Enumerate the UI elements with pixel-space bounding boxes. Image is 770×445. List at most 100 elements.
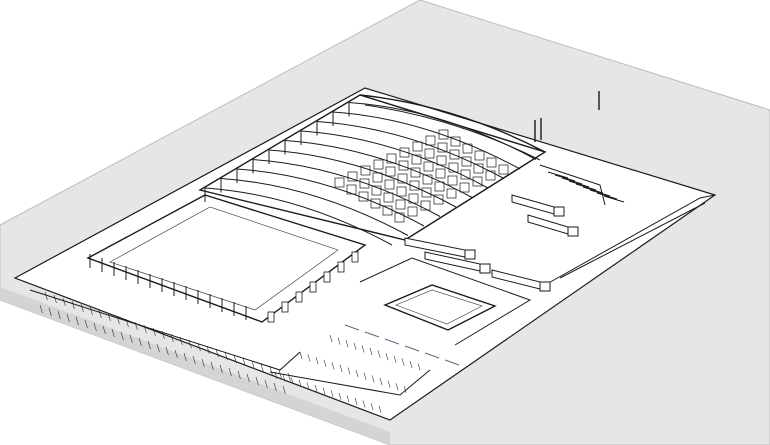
rack-cell [360, 165, 371, 176]
parking-stall [307, 354, 311, 362]
parking-curb [269, 369, 431, 396]
rack-cell [347, 171, 358, 182]
parking-stall [345, 340, 349, 348]
parking-stall [80, 303, 84, 313]
rack-cell [424, 148, 435, 159]
parking-stall [369, 347, 373, 356]
rack-cell [384, 179, 395, 190]
parking-stall [237, 370, 241, 380]
rack-cell [448, 162, 459, 173]
parking-stall [417, 363, 421, 371]
parking-stall [282, 385, 286, 395]
dock-bay [575, 183, 597, 191]
rack-cell [397, 173, 408, 184]
parking-stall [306, 382, 310, 390]
parking-stall [98, 309, 102, 319]
facade-pier [309, 281, 317, 293]
rack-cell [411, 154, 422, 165]
rack-cell [434, 181, 445, 192]
rack-cell [435, 168, 446, 179]
rack-cell [373, 159, 384, 170]
truss [204, 187, 393, 246]
parking-stall [210, 361, 214, 371]
truss [284, 140, 473, 198]
parking-stall [346, 395, 350, 403]
parking-stall [353, 342, 357, 350]
dock-bay [582, 186, 604, 194]
parking-stall-highlight [384, 338, 400, 345]
roof-trusses [204, 94, 546, 246]
parking-stall [260, 363, 264, 373]
dock-bay [603, 195, 625, 203]
parking-stall [147, 340, 151, 350]
rack-cell [407, 206, 418, 217]
parking-stall [337, 337, 341, 345]
parking-stall [264, 379, 268, 389]
facade-pier [295, 291, 303, 303]
rack-cell [382, 205, 393, 216]
rack-cell [372, 172, 383, 183]
parking-stall [62, 297, 66, 307]
parking-stall [44, 291, 48, 301]
storage-racks [334, 129, 509, 223]
parking-stall-highlight [404, 345, 420, 352]
rack-cell [383, 192, 394, 203]
parking-stall [71, 300, 75, 310]
rack-cell [460, 169, 471, 180]
rack-cell [398, 160, 409, 171]
facade-pier [281, 301, 289, 313]
parking-stall [192, 355, 196, 365]
parking-stall [138, 337, 142, 347]
rack-cell [346, 184, 357, 195]
parking-stall [282, 374, 286, 382]
truss [332, 111, 521, 170]
dock-bay [554, 174, 576, 182]
parking-stall [255, 376, 259, 386]
truck-yard [404, 194, 579, 292]
parking-stall [53, 294, 57, 304]
parking-lot [29, 289, 460, 413]
truck-cab [464, 249, 476, 260]
parking-curb [29, 289, 301, 371]
rack-cell [462, 143, 473, 154]
rack-cell [394, 212, 405, 223]
parking-stall [290, 377, 294, 385]
rack-cell [433, 194, 444, 205]
rack-cell [438, 129, 449, 140]
parking-stall [354, 397, 358, 406]
parking-stall [111, 328, 115, 338]
rack-cell [371, 185, 382, 196]
parking-stall [269, 366, 273, 376]
rack-cell [437, 142, 448, 153]
parking-stall [298, 379, 302, 387]
rack-cell [446, 188, 457, 199]
parking-stall [116, 315, 120, 325]
parking-stall [273, 382, 277, 392]
rack-cell [386, 153, 397, 164]
parking-stall [165, 346, 169, 356]
parking-stall [387, 380, 391, 388]
parking-stall [201, 358, 205, 368]
dock-bay [561, 177, 583, 185]
rack-cell [421, 187, 432, 198]
truss [236, 168, 425, 227]
parking-stall [395, 383, 399, 391]
parking-stall [409, 360, 413, 369]
parking-stall [228, 367, 232, 377]
parking-stall [330, 390, 334, 398]
rack-cell [395, 199, 406, 210]
roof-ridge-inner [364, 104, 541, 161]
parking-stall-highlight [444, 359, 460, 366]
parking-island [383, 284, 497, 331]
parking-stall-highlight [424, 352, 440, 359]
facade-pier [267, 311, 275, 323]
parking-stall [361, 345, 365, 353]
service-road [544, 194, 716, 286]
truck-cab [553, 206, 565, 217]
parking-stall [322, 387, 326, 395]
parking-stall [183, 352, 187, 362]
parking-stall [315, 357, 319, 365]
rack-cell [410, 167, 421, 178]
